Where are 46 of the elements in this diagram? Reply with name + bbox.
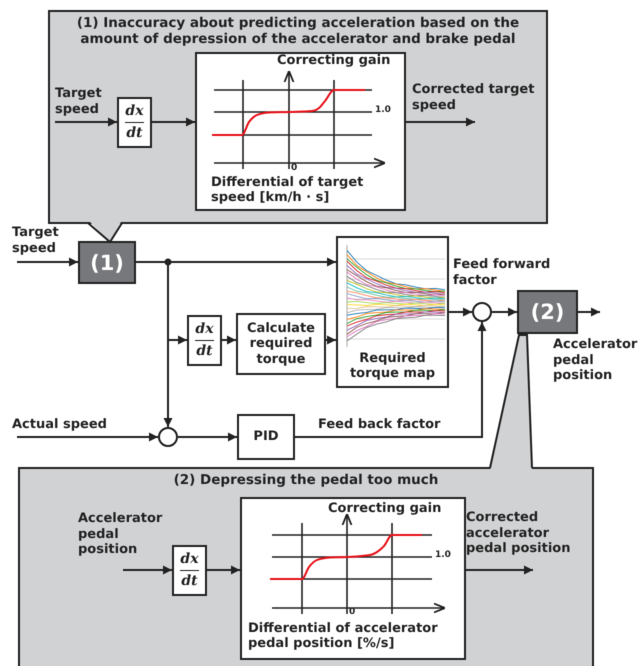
signal-label: Accelerator pedal position — [553, 337, 638, 384]
chart-box — [195, 52, 406, 211]
connector-arrow — [17, 258, 78, 266]
signal-label: Corrected target speed — [412, 82, 546, 122]
connector-arrow — [406, 118, 475, 126]
axis-title: Correcting gain — [328, 502, 442, 517]
connector-arrow — [207, 566, 240, 574]
axis-title: Differential of accelerator pedal position [%/s] — [248, 622, 439, 652]
connector-arrow — [295, 322, 486, 438]
axis-title: Differential of target speed [km/h · s] — [211, 176, 364, 206]
connector-arrow — [123, 566, 172, 574]
connector-arrow — [449, 308, 472, 316]
process-block: (2) — [517, 290, 578, 334]
connector-arrow — [326, 336, 336, 344]
map-caption: Required torque map — [348, 350, 436, 382]
process-block: (1) — [78, 241, 136, 284]
map-box — [336, 236, 449, 388]
connector-arrow — [492, 308, 517, 316]
signal-label: Actual speed — [12, 417, 122, 437]
summing-junction — [158, 427, 178, 447]
tick-label: 0 — [291, 163, 298, 174]
panel-heading: (2) Depressing the pedal too much — [172, 472, 440, 488]
connector-arrow — [17, 432, 158, 442]
connector-arrow — [466, 566, 533, 574]
process-box: Calculate required torque — [236, 313, 326, 375]
signal-label: Target speed — [55, 86, 117, 122]
connector-arrow — [152, 118, 195, 126]
tick-label: 1.0 — [375, 105, 392, 116]
connector-arrow — [178, 432, 237, 442]
callout-panel — [48, 10, 548, 224]
connector-arrow — [55, 118, 117, 126]
tick-label: 1.0 — [435, 550, 452, 560]
callout-panel — [18, 467, 594, 666]
signal-label: Feed forward factor — [453, 257, 552, 288]
axis-title: Correcting gain — [277, 54, 392, 69]
derivative-block: dx dt — [117, 97, 152, 148]
signal-label: Target speed — [12, 225, 74, 262]
connector-arrow — [578, 308, 600, 316]
chart-box — [240, 497, 466, 660]
panel-heading: (1) Inaccuracy about predicting acceleration based on the amount of depression of the accelerator and brake pedal — [76, 15, 520, 48]
derivative-block: dx dt — [172, 545, 207, 596]
process-box: PID — [237, 414, 295, 460]
summing-junction — [472, 302, 492, 322]
derivative-block: dx dt — [187, 315, 222, 366]
signal-label: Corrected accelerator pedal position — [466, 510, 592, 570]
connector-arrow — [222, 336, 236, 344]
